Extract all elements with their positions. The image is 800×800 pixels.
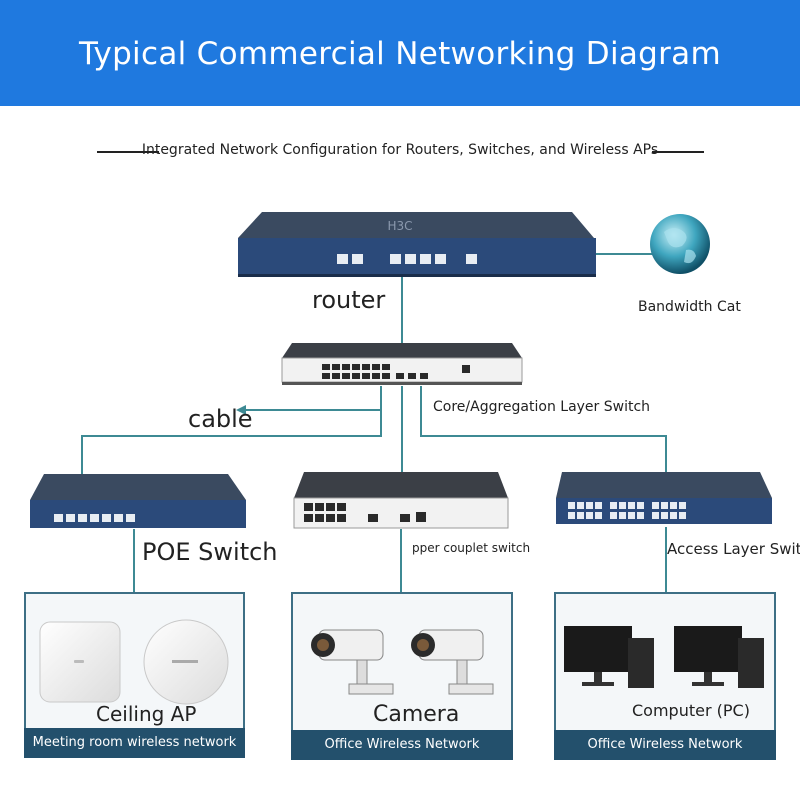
access-switch-label: Access Layer Switch [667, 540, 800, 558]
computer-icon [564, 626, 764, 688]
internet-globe-icon [650, 214, 710, 274]
camera-icon [311, 629, 494, 695]
office-network-label-computer: Office Wireless Network [554, 730, 776, 760]
router-label: router [312, 286, 386, 314]
core-switch-label: Core/Aggregation Layer Switch [433, 399, 651, 415]
connection-lines [81, 253, 719, 622]
router-device: H3C [238, 212, 596, 277]
svg-text:H3C: H3C [387, 219, 412, 233]
meeting-room-network-label: Meeting room wireless network [24, 728, 245, 758]
computer-label: Computer (PC) [632, 701, 750, 720]
upper-switch-device [293, 472, 509, 529]
subtitle-rule-right [652, 151, 704, 153]
access-switch-device [556, 472, 772, 524]
page-title: Typical Commercial Networking Diagram [79, 36, 721, 72]
ceiling-ap-label: Ceiling AP [96, 702, 197, 726]
page-subtitle: Integrated Network Configuration for Rou… [141, 142, 659, 158]
office-network-label-camera: Office Wireless Network [291, 730, 513, 760]
core-switch-device [281, 343, 523, 385]
poe-switch-device [30, 474, 246, 528]
internet-label: Bandwidth Cat [638, 299, 741, 315]
poe-switch-label: POE Switch [142, 538, 278, 566]
cable-label: cable [188, 405, 253, 433]
subtitle-rule-left [97, 151, 159, 153]
upper-switch-label: pper couplet switch [412, 541, 531, 555]
title-banner [0, 0, 800, 106]
camera-label: Camera [373, 702, 460, 727]
cable-arrow-icon [236, 405, 246, 415]
ceiling-ap-icon [39, 619, 229, 705]
